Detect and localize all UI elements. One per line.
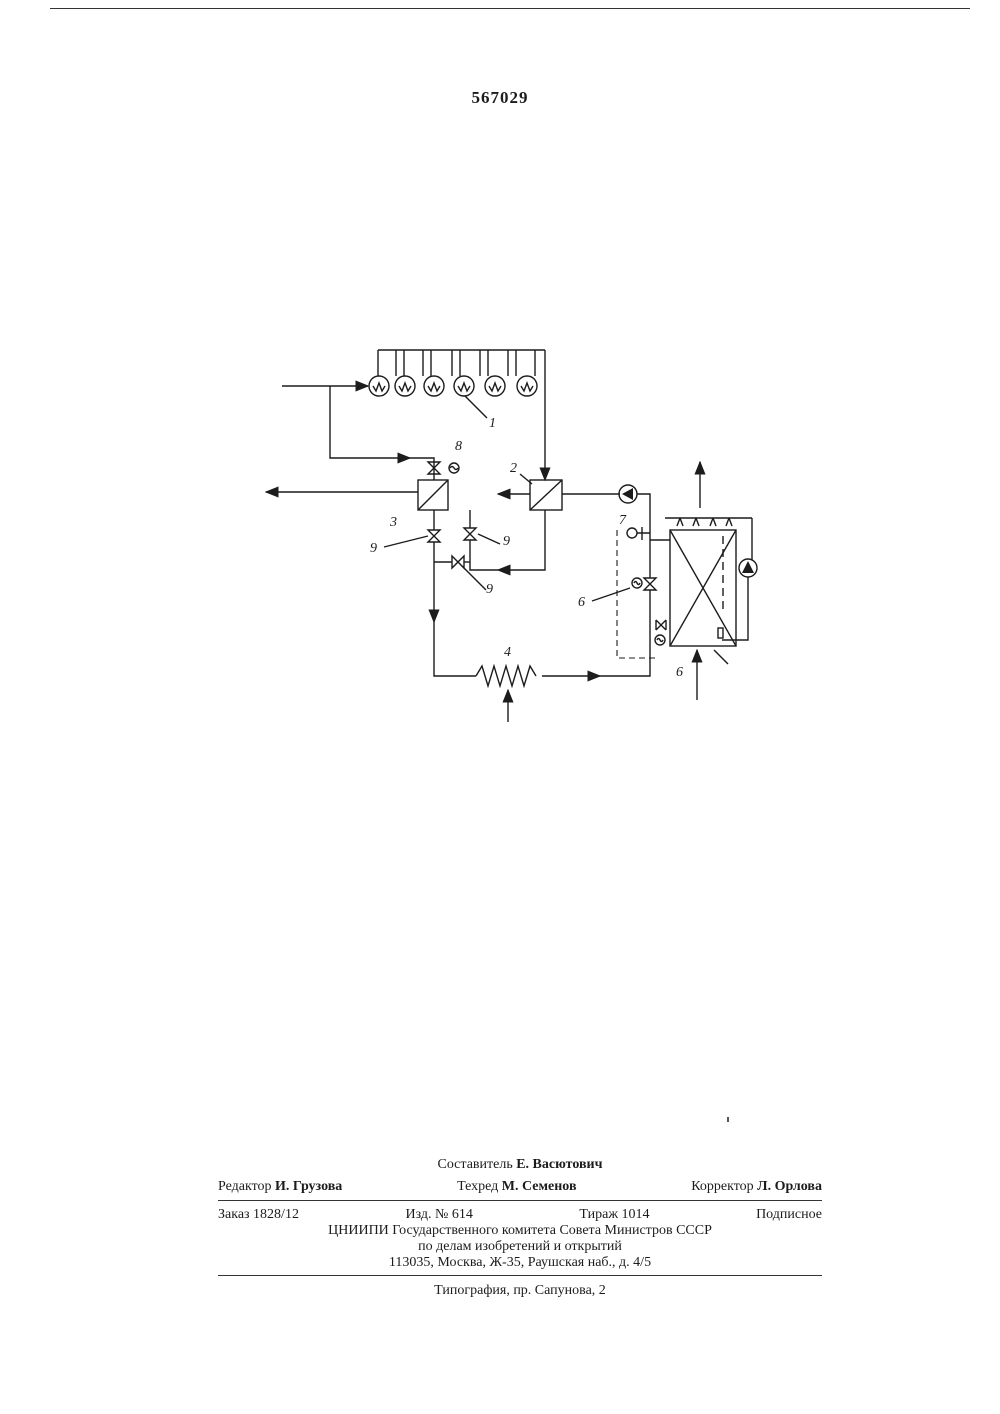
heat-exchanger-3 [266,480,448,510]
org-line-2: по делам изобретений и открытий [218,1239,822,1255]
label-3: 3 [389,515,397,530]
cooling-tower [650,462,757,700]
heater-4 [434,562,650,722]
valve-8 [428,462,459,474]
compiler-line: Составитель Е. Васютович [218,1156,822,1174]
label-6b: 6 [676,665,683,680]
order-number: Заказ 1828/12 [218,1207,299,1223]
subscription: Подписное [756,1207,822,1223]
imprint-rule-2 [218,1275,822,1276]
heater-coils [369,350,545,480]
label-4: 4 [504,645,511,660]
label-9a: 9 [370,541,377,556]
org-line-1: ЦНИИПИ Государственного комитета Совета … [218,1223,822,1239]
label-9c: 9 [486,582,493,597]
edition-number: Изд. № 614 [406,1207,473,1223]
scan-speck [727,1117,729,1122]
valves-9 [384,510,545,590]
order-line: Заказ 1828/12 Изд. № 614 Тираж 1014 Подп… [218,1207,822,1223]
heat-exchanger-2 [498,474,620,510]
label-1: 1 [489,416,496,431]
label-7: 7 [619,513,627,528]
circulation: Тираж 1014 [579,1207,649,1223]
staff-line: Редактор И. Грузова Техред М. Семенов Ко… [218,1178,822,1196]
printing-line: Типография, пр. Сапунова, 2 [218,1282,822,1300]
control-loop [592,527,666,658]
address-line: 113035, Москва, Ж-35, Раушская наб., д. … [218,1255,822,1271]
label-2: 2 [510,461,517,476]
label-6a: 6 [578,595,585,610]
label-8: 8 [455,439,462,454]
imprint-block: Составитель Е. Васютович Редактор И. Гру… [218,1156,822,1300]
imprint-rule-1 [218,1200,822,1201]
label-9b: 9 [503,534,510,549]
